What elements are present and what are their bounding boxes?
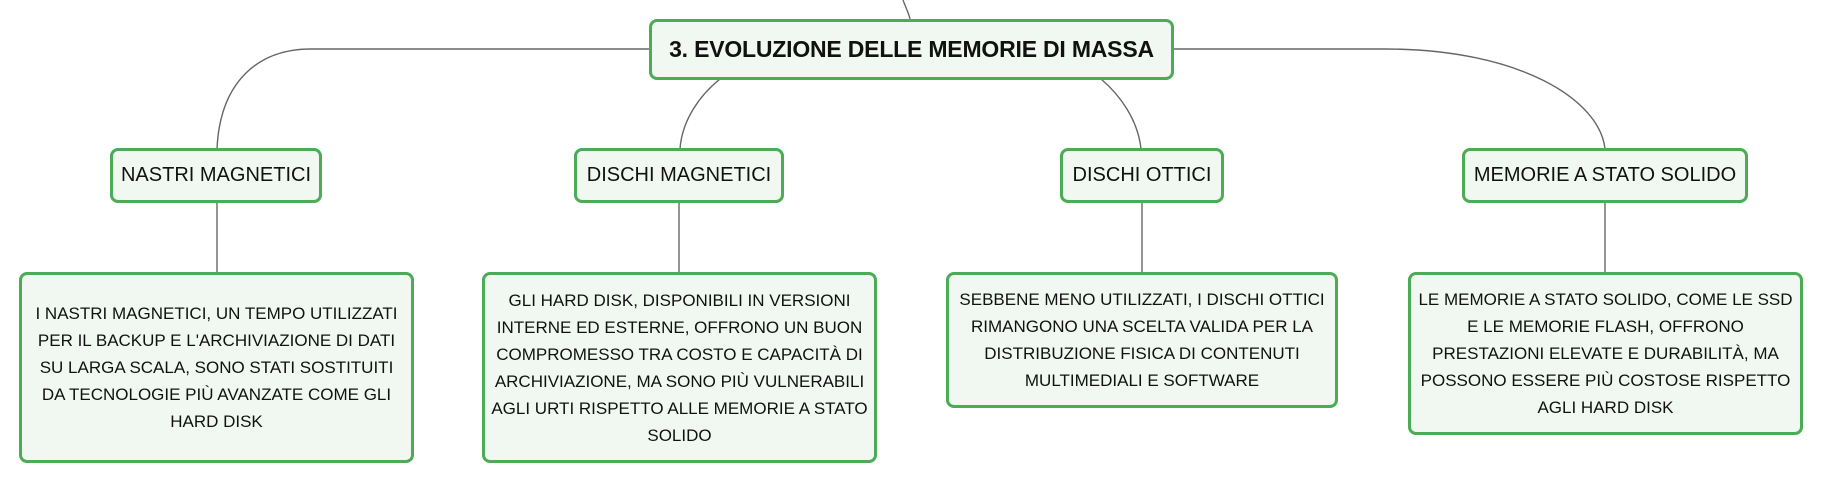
detail-text: GLI HARD DISK, DISPONIBILI IN VERSIONI I… [491, 290, 868, 445]
parent-connector [902, 0, 911, 20]
root-to-dischi-ottici-connector [1100, 78, 1142, 150]
detail-text: I NASTRI MAGNETICI, UN TEMPO UTILIZZATI … [35, 304, 398, 431]
detail-node-nastri-magnetici[interactable]: I NASTRI MAGNETICI, UN TEMPO UTILIZZATI … [19, 272, 414, 463]
root-to-dischi-magnetici-connector [679, 78, 721, 150]
branch-node-dischi-magnetici[interactable]: DISCHI MAGNETICI [574, 148, 784, 203]
detail-text: LE MEMORIE A STATO SOLIDO, COME LE SSD E… [1418, 290, 1793, 417]
detail-node-dischi-magnetici[interactable]: GLI HARD DISK, DISPONIBILI IN VERSIONI I… [482, 272, 877, 463]
root-node[interactable]: 3. EVOLUZIONE DELLE MEMORIE DI MASSA [649, 19, 1174, 80]
branch-label: DISCHI OTTICI [1072, 164, 1212, 186]
branch-node-nastri-magnetici[interactable]: NASTRI MAGNETICI [110, 148, 322, 203]
root-to-nastri-connector [216, 48, 649, 150]
branch-node-memorie-stato-solido[interactable]: MEMORIE A STATO SOLIDO [1462, 148, 1748, 203]
root-to-memorie-connector [1174, 48, 1606, 150]
branch-label: MEMORIE A STATO SOLIDO [1473, 164, 1737, 186]
detail-text: SEBBENE MENO UTILIZZATI, I DISCHI OTTICI… [959, 290, 1325, 390]
branch-label: NASTRI MAGNETICI [120, 164, 311, 186]
detail-node-memorie-stato-solido[interactable]: LE MEMORIE A STATO SOLIDO, COME LE SSD E… [1408, 272, 1803, 435]
branch-label: DISCHI MAGNETICI [586, 164, 772, 186]
root-title: 3. EVOLUZIONE DELLE MEMORIE DI MASSA [669, 36, 1154, 62]
detail-node-dischi-ottici[interactable]: SEBBENE MENO UTILIZZATI, I DISCHI OTTICI… [946, 272, 1338, 408]
branch-node-dischi-ottici[interactable]: DISCHI OTTICI [1060, 148, 1224, 203]
